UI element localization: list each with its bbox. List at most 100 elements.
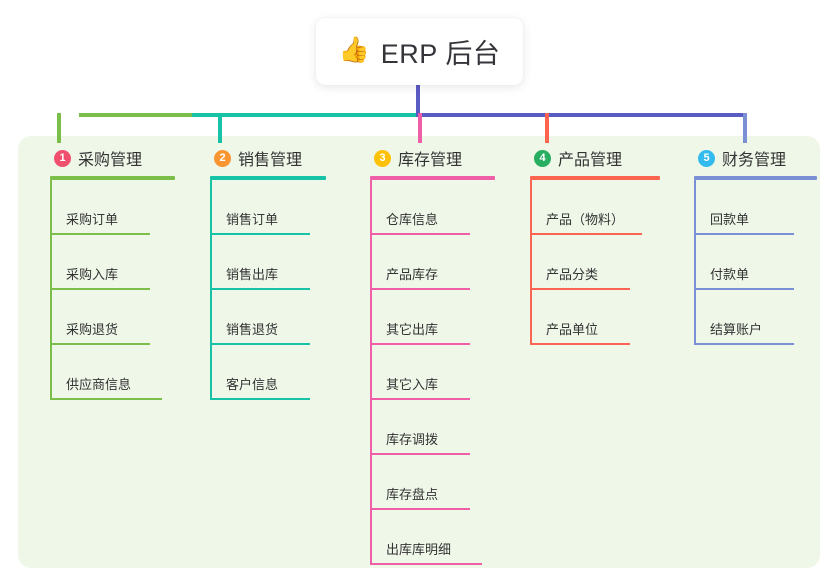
column-rail-3: [370, 180, 372, 565]
column-items-4: 产品（物料） 产品分类产品单位: [530, 180, 672, 345]
list-item-underline: [370, 398, 470, 400]
column-5: 5 财务管理回款单付款单结算账户: [676, 143, 836, 345]
thumbs-up-icon: 👍: [338, 36, 370, 64]
column-header-5[interactable]: 5 财务管理: [676, 143, 836, 173]
list-item-label: 付款单: [710, 267, 750, 282]
column-badge-2: 2: [214, 149, 231, 167]
column-rail-4: [530, 180, 532, 345]
column-header-2[interactable]: 2 销售管理: [192, 143, 352, 173]
list-item-underline: [50, 343, 150, 345]
column-drop-connector-2: [218, 113, 222, 143]
diagram-panel: [18, 136, 820, 568]
column-title-2: 销售管理: [238, 152, 303, 169]
list-item[interactable]: 采购入库: [50, 235, 150, 290]
list-item-underline: [530, 233, 642, 235]
column-drop-connector-4: [545, 113, 549, 143]
list-item-label: 产品分类: [546, 267, 599, 282]
column-badge-5: 5: [698, 149, 715, 167]
column-rail-5: [694, 180, 696, 345]
list-item-label: 供应商信息: [66, 377, 132, 392]
column-rail-2: [210, 180, 212, 400]
column-items-1: 采购订单采购入库采购退货供应商信息: [50, 180, 192, 400]
list-item[interactable]: 销售退货: [210, 290, 310, 345]
column-underline-1: [50, 176, 175, 180]
list-item[interactable]: 其它出库: [370, 290, 470, 345]
column-drop-connector-3: [418, 113, 422, 143]
list-item[interactable]: 客户信息: [210, 345, 310, 400]
root-trunk-connector: [416, 80, 420, 114]
list-item[interactable]: 供应商信息: [50, 345, 162, 400]
list-item-underline: [370, 343, 470, 345]
list-item-label: 销售退货: [226, 322, 279, 337]
column-2: 2 销售管理销售订单销售出库销售退货客户信息: [192, 143, 352, 400]
list-item-underline: [694, 343, 794, 345]
list-item-label: 采购订单: [66, 212, 119, 227]
column-header-4[interactable]: 4 产品管理: [512, 143, 672, 173]
list-item-underline: [370, 288, 470, 290]
root-node[interactable]: 👍 ERP 后台: [316, 18, 523, 85]
list-item[interactable]: 产品（物料）: [530, 180, 642, 235]
list-item-underline: [370, 233, 470, 235]
list-item-label: 库存调拨: [386, 432, 439, 447]
list-item-underline: [530, 343, 630, 345]
list-item-underline: [210, 233, 310, 235]
list-item[interactable]: 仓库信息: [370, 180, 470, 235]
list-item-label: 产品单位: [546, 322, 599, 337]
column-title-3: 库存管理: [398, 152, 463, 169]
list-item[interactable]: 采购退货: [50, 290, 150, 345]
column-items-2: 销售订单销售出库销售退货客户信息: [210, 180, 352, 400]
list-item[interactable]: 回款单: [694, 180, 794, 235]
list-item[interactable]: 出库库明细: [370, 510, 482, 565]
column-underline-5: [694, 176, 817, 180]
column-title-1: 采购管理: [78, 152, 143, 169]
column-header-1[interactable]: 1 采购管理: [32, 143, 192, 173]
column-badge-4: 4: [534, 149, 551, 167]
root-title: ERP 后台: [380, 39, 501, 69]
list-item-label: 结算账户: [710, 322, 763, 337]
list-item-underline: [210, 288, 310, 290]
list-item[interactable]: 其它入库: [370, 345, 470, 400]
list-item[interactable]: 结算账户: [694, 290, 794, 345]
column-underline-2: [210, 176, 326, 180]
list-item[interactable]: 销售订单: [210, 180, 310, 235]
list-item-underline: [694, 233, 794, 235]
list-item[interactable]: 库存盘点: [370, 455, 470, 510]
list-item-underline: [694, 288, 794, 290]
list-item[interactable]: 销售出库: [210, 235, 310, 290]
list-item-underline: [210, 398, 310, 400]
bus-segment-blue: [416, 113, 744, 117]
column-badge-1: 1: [54, 149, 71, 167]
list-item-underline: [370, 508, 470, 510]
column-rail-1: [50, 180, 52, 400]
list-item-label: 库存盘点: [386, 487, 439, 502]
list-item-label: 其它出库: [386, 322, 439, 337]
list-item[interactable]: 产品分类: [530, 235, 630, 290]
list-item-underline: [530, 288, 630, 290]
bus-segment-teal: [192, 113, 418, 117]
list-item-label: 销售订单: [226, 212, 279, 227]
list-item-underline: [210, 343, 310, 345]
column-items-3: 仓库信息产品库存其它出库其它入库库存调拨库存盘点出库库明细: [370, 180, 512, 565]
list-item-label: 客户信息: [226, 377, 279, 392]
column-1: 1 采购管理采购订单采购入库采购退货供应商信息: [32, 143, 192, 400]
list-item-underline: [370, 563, 482, 565]
column-underline-3: [370, 176, 495, 180]
list-item-underline: [370, 453, 470, 455]
list-item[interactable]: 产品单位: [530, 290, 630, 345]
list-item[interactable]: 付款单: [694, 235, 794, 290]
column-underline-4: [530, 176, 660, 180]
list-item-label: 产品库存: [386, 267, 439, 282]
list-item[interactable]: 库存调拨: [370, 400, 470, 455]
column-title-5: 财务管理: [722, 152, 787, 169]
column-drop-connector-1: [57, 113, 61, 143]
list-item-label: 产品（物料）: [546, 212, 625, 227]
column-title-4: 产品管理: [558, 152, 623, 169]
bus-segment-green: [79, 113, 194, 117]
list-item[interactable]: 产品库存: [370, 235, 470, 290]
column-items-5: 回款单付款单结算账户: [694, 180, 836, 345]
list-item[interactable]: 采购订单: [50, 180, 150, 235]
list-item-underline: [50, 398, 162, 400]
list-item-label: 回款单: [710, 212, 750, 227]
